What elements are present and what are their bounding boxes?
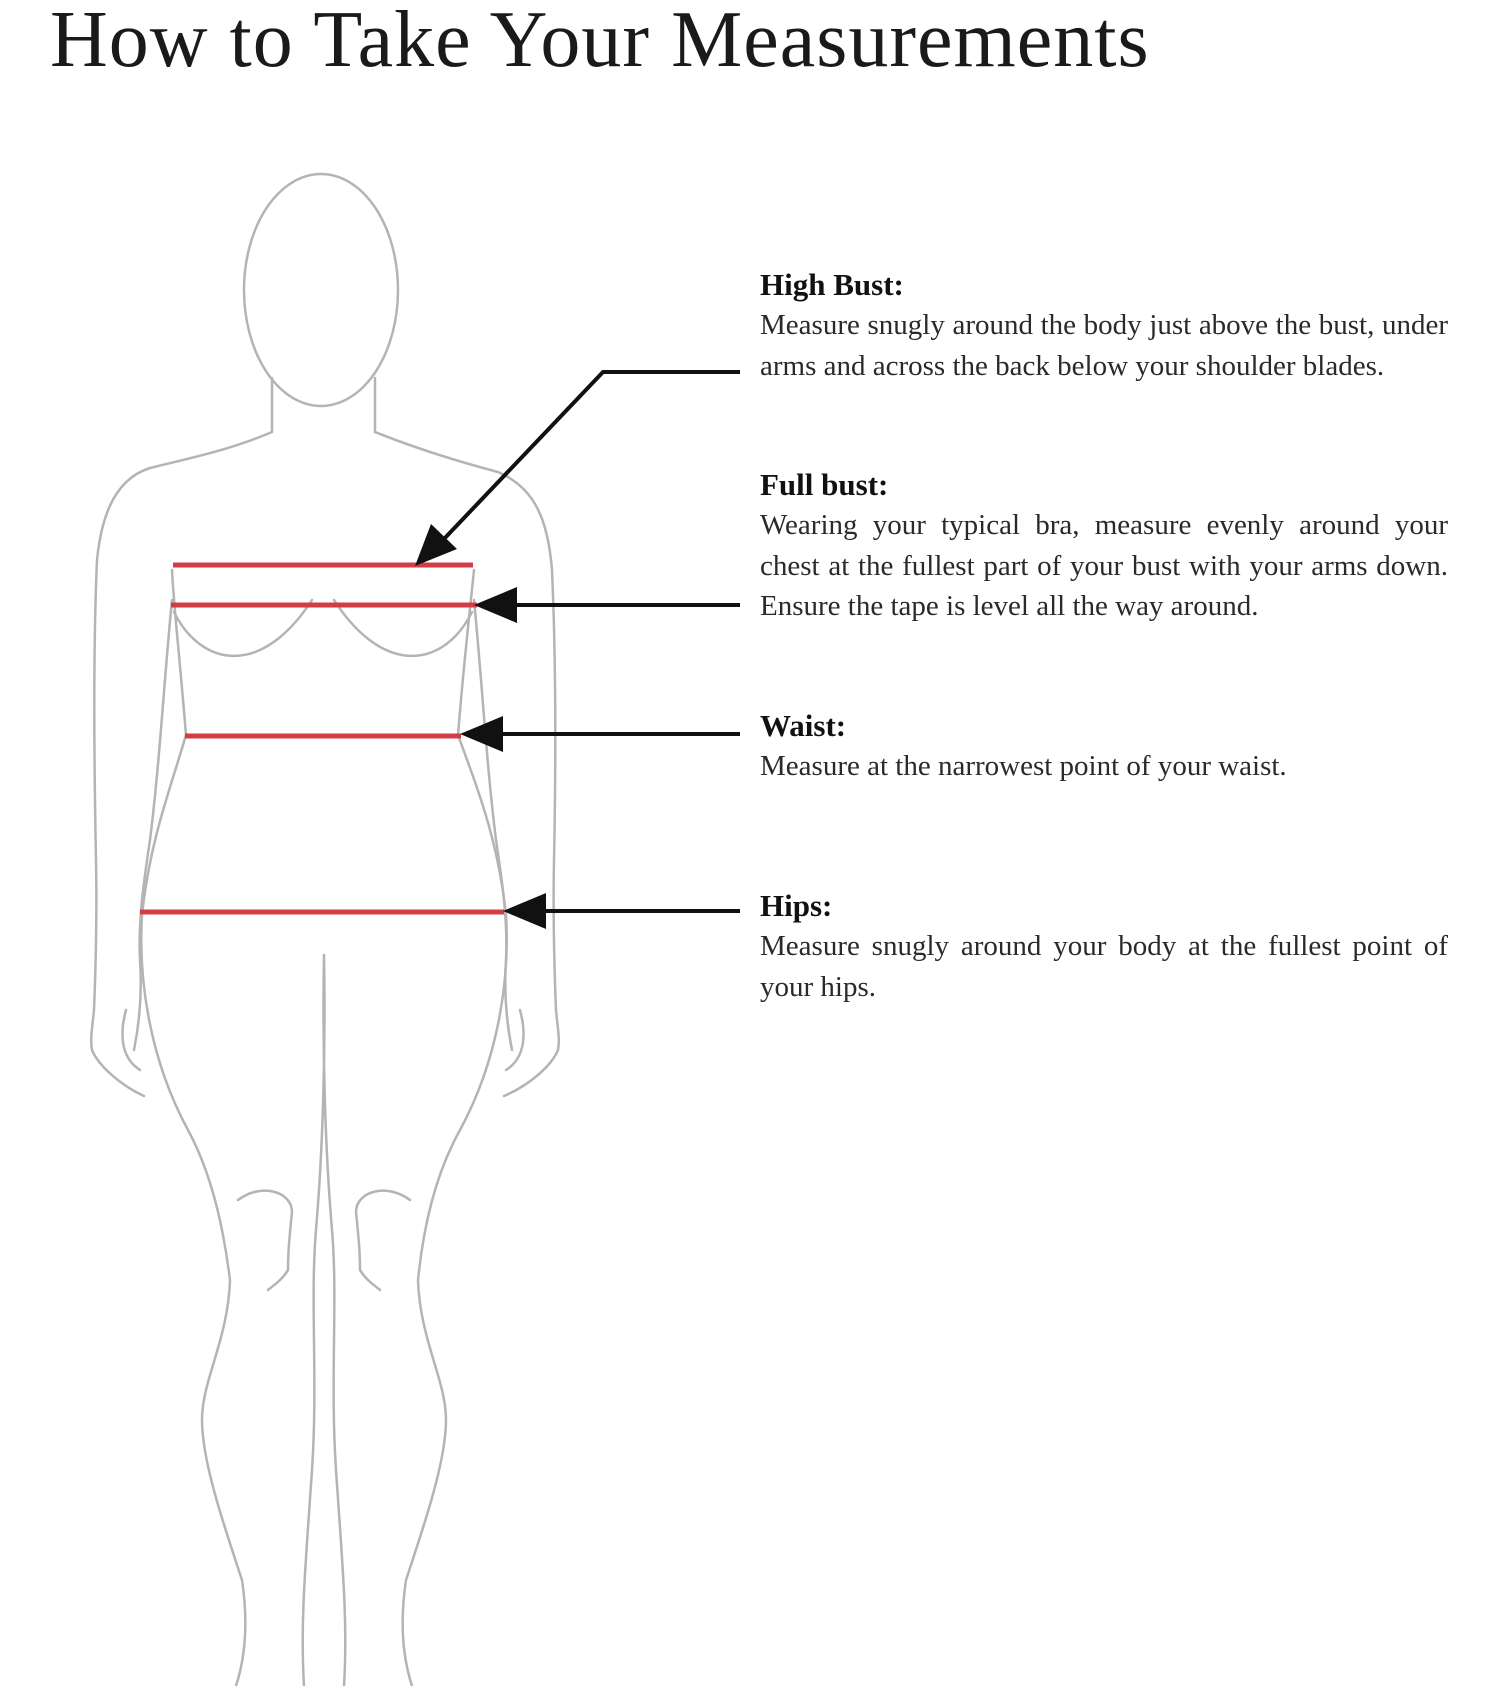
high-bust-arrowhead [415, 524, 457, 566]
full-bust-heading: Full bust: [760, 467, 889, 502]
hips-arrowhead [503, 893, 546, 929]
right-inner-arm-outline [472, 598, 525, 1072]
hips-instructions: Hips: Measure snugly around your body at… [760, 886, 1448, 1007]
left-shoulder-arm-outline [89, 430, 274, 1098]
high-bust-instructions: High Bust: Measure snugly around the bod… [760, 265, 1448, 386]
high-bust-text: Measure snugly around the body just abov… [760, 309, 1448, 382]
measurement-lines [140, 562, 504, 915]
waist-heading: Waist: [760, 708, 847, 743]
right-torso-outline [401, 568, 508, 1686]
left-inner-arm-outline [121, 598, 174, 1072]
inner-leg-outline [301, 953, 347, 1686]
hips-text: Measure snugly around your body at the f… [760, 930, 1448, 1003]
high-bust-heading: High Bust: [760, 267, 904, 302]
hips-heading: Hips: [760, 888, 833, 923]
knee-left [236, 1189, 294, 1292]
waist-instructions: Waist: Measure at the narrowest point of… [760, 706, 1448, 787]
bust-curve-right [332, 598, 474, 657]
full-bust-arrowhead [474, 587, 517, 623]
bust-curve-left [172, 598, 314, 657]
body-outline [89, 172, 561, 1686]
head-outline [242, 172, 400, 408]
neck-outline [270, 376, 377, 434]
right-shoulder-arm-outline [373, 430, 561, 1098]
pointer-arrows [441, 370, 740, 913]
full-bust-instructions: Full bust: Wearing your typical bra, mea… [760, 465, 1448, 627]
left-torso-outline [140, 568, 247, 1686]
arrowheads [415, 524, 546, 929]
high-bust-arrow-line [441, 370, 740, 542]
page-title: How to Take Your Measurements [50, 0, 1150, 84]
waist-arrowhead [460, 716, 503, 752]
full-bust-text: Wearing your typical bra, measure evenly… [760, 509, 1448, 622]
waist-text: Measure at the narrowest point of your w… [760, 750, 1287, 782]
knee-right [354, 1189, 412, 1292]
